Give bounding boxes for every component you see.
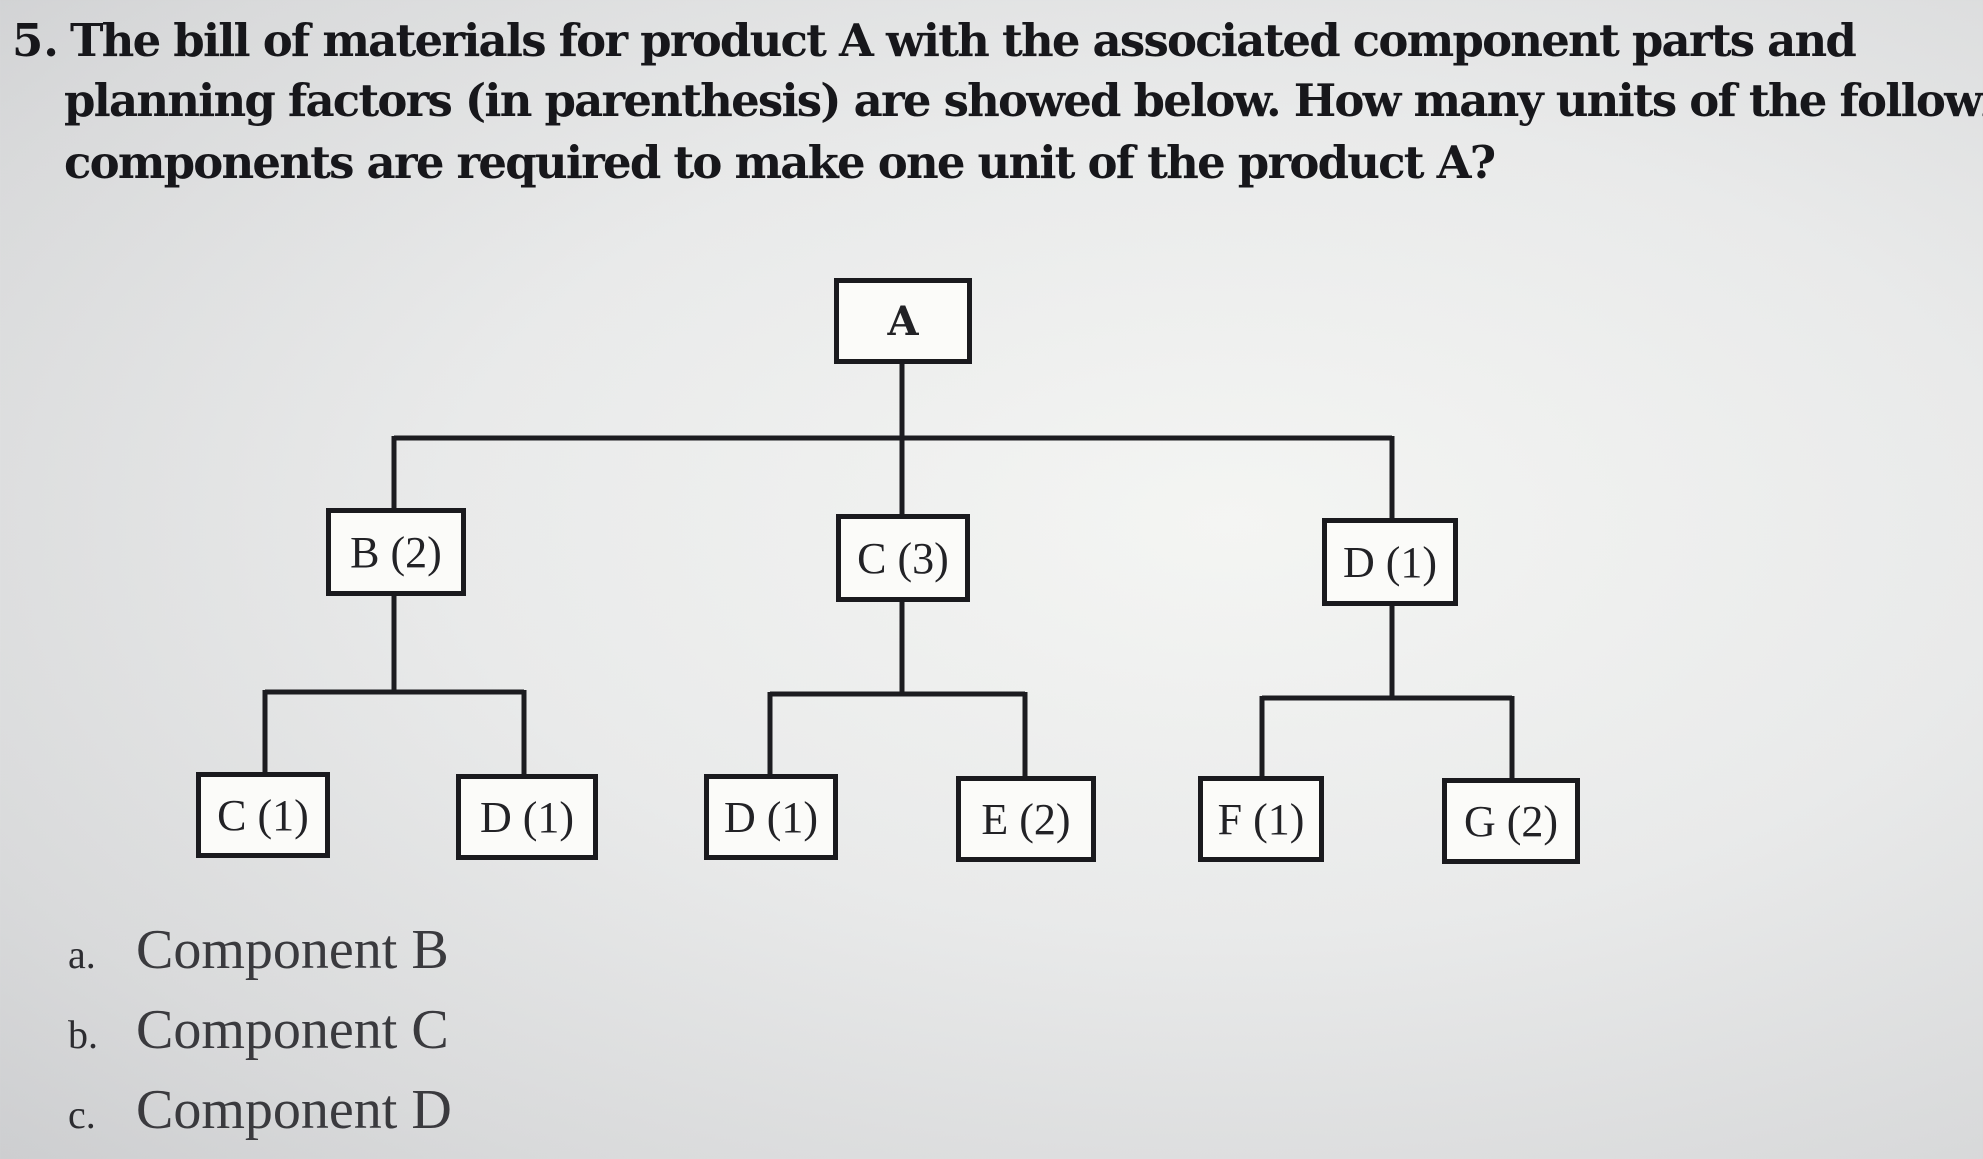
bom-node-a: A — [834, 278, 972, 364]
option-b-text: Component C — [136, 999, 449, 1061]
bom-node-b-d: D (1) — [456, 774, 598, 860]
bom-node-b: B (2) — [326, 508, 466, 596]
question-line-3: components are required to make one unit… — [64, 136, 1496, 189]
question-line-1: The bill of materials for product A with… — [70, 14, 1857, 67]
option-c-text: Component D — [136, 1079, 452, 1141]
bom-node-d: D (1) — [1322, 518, 1458, 606]
option-a-text: Component B — [136, 919, 449, 981]
option-c: c. Component D — [68, 1078, 452, 1142]
option-a: a. Component B — [68, 918, 449, 982]
option-b: b. Component C — [68, 998, 449, 1062]
bom-node-d-f: F (1) — [1198, 776, 1324, 862]
question-number: 5. — [12, 14, 59, 67]
option-a-letter: a. — [68, 932, 96, 977]
bom-node-c-d: D (1) — [704, 774, 838, 860]
question-line-2: planning factors (in parenthesis) are sh… — [64, 74, 1983, 127]
option-c-letter: c. — [68, 1092, 96, 1137]
bom-node-b-c: C (1) — [196, 772, 330, 858]
bom-node-c: C (3) — [836, 514, 970, 602]
bom-node-d-g: G (2) — [1442, 778, 1580, 864]
option-b-letter: b. — [68, 1012, 98, 1057]
bom-node-c-e: E (2) — [956, 776, 1096, 862]
